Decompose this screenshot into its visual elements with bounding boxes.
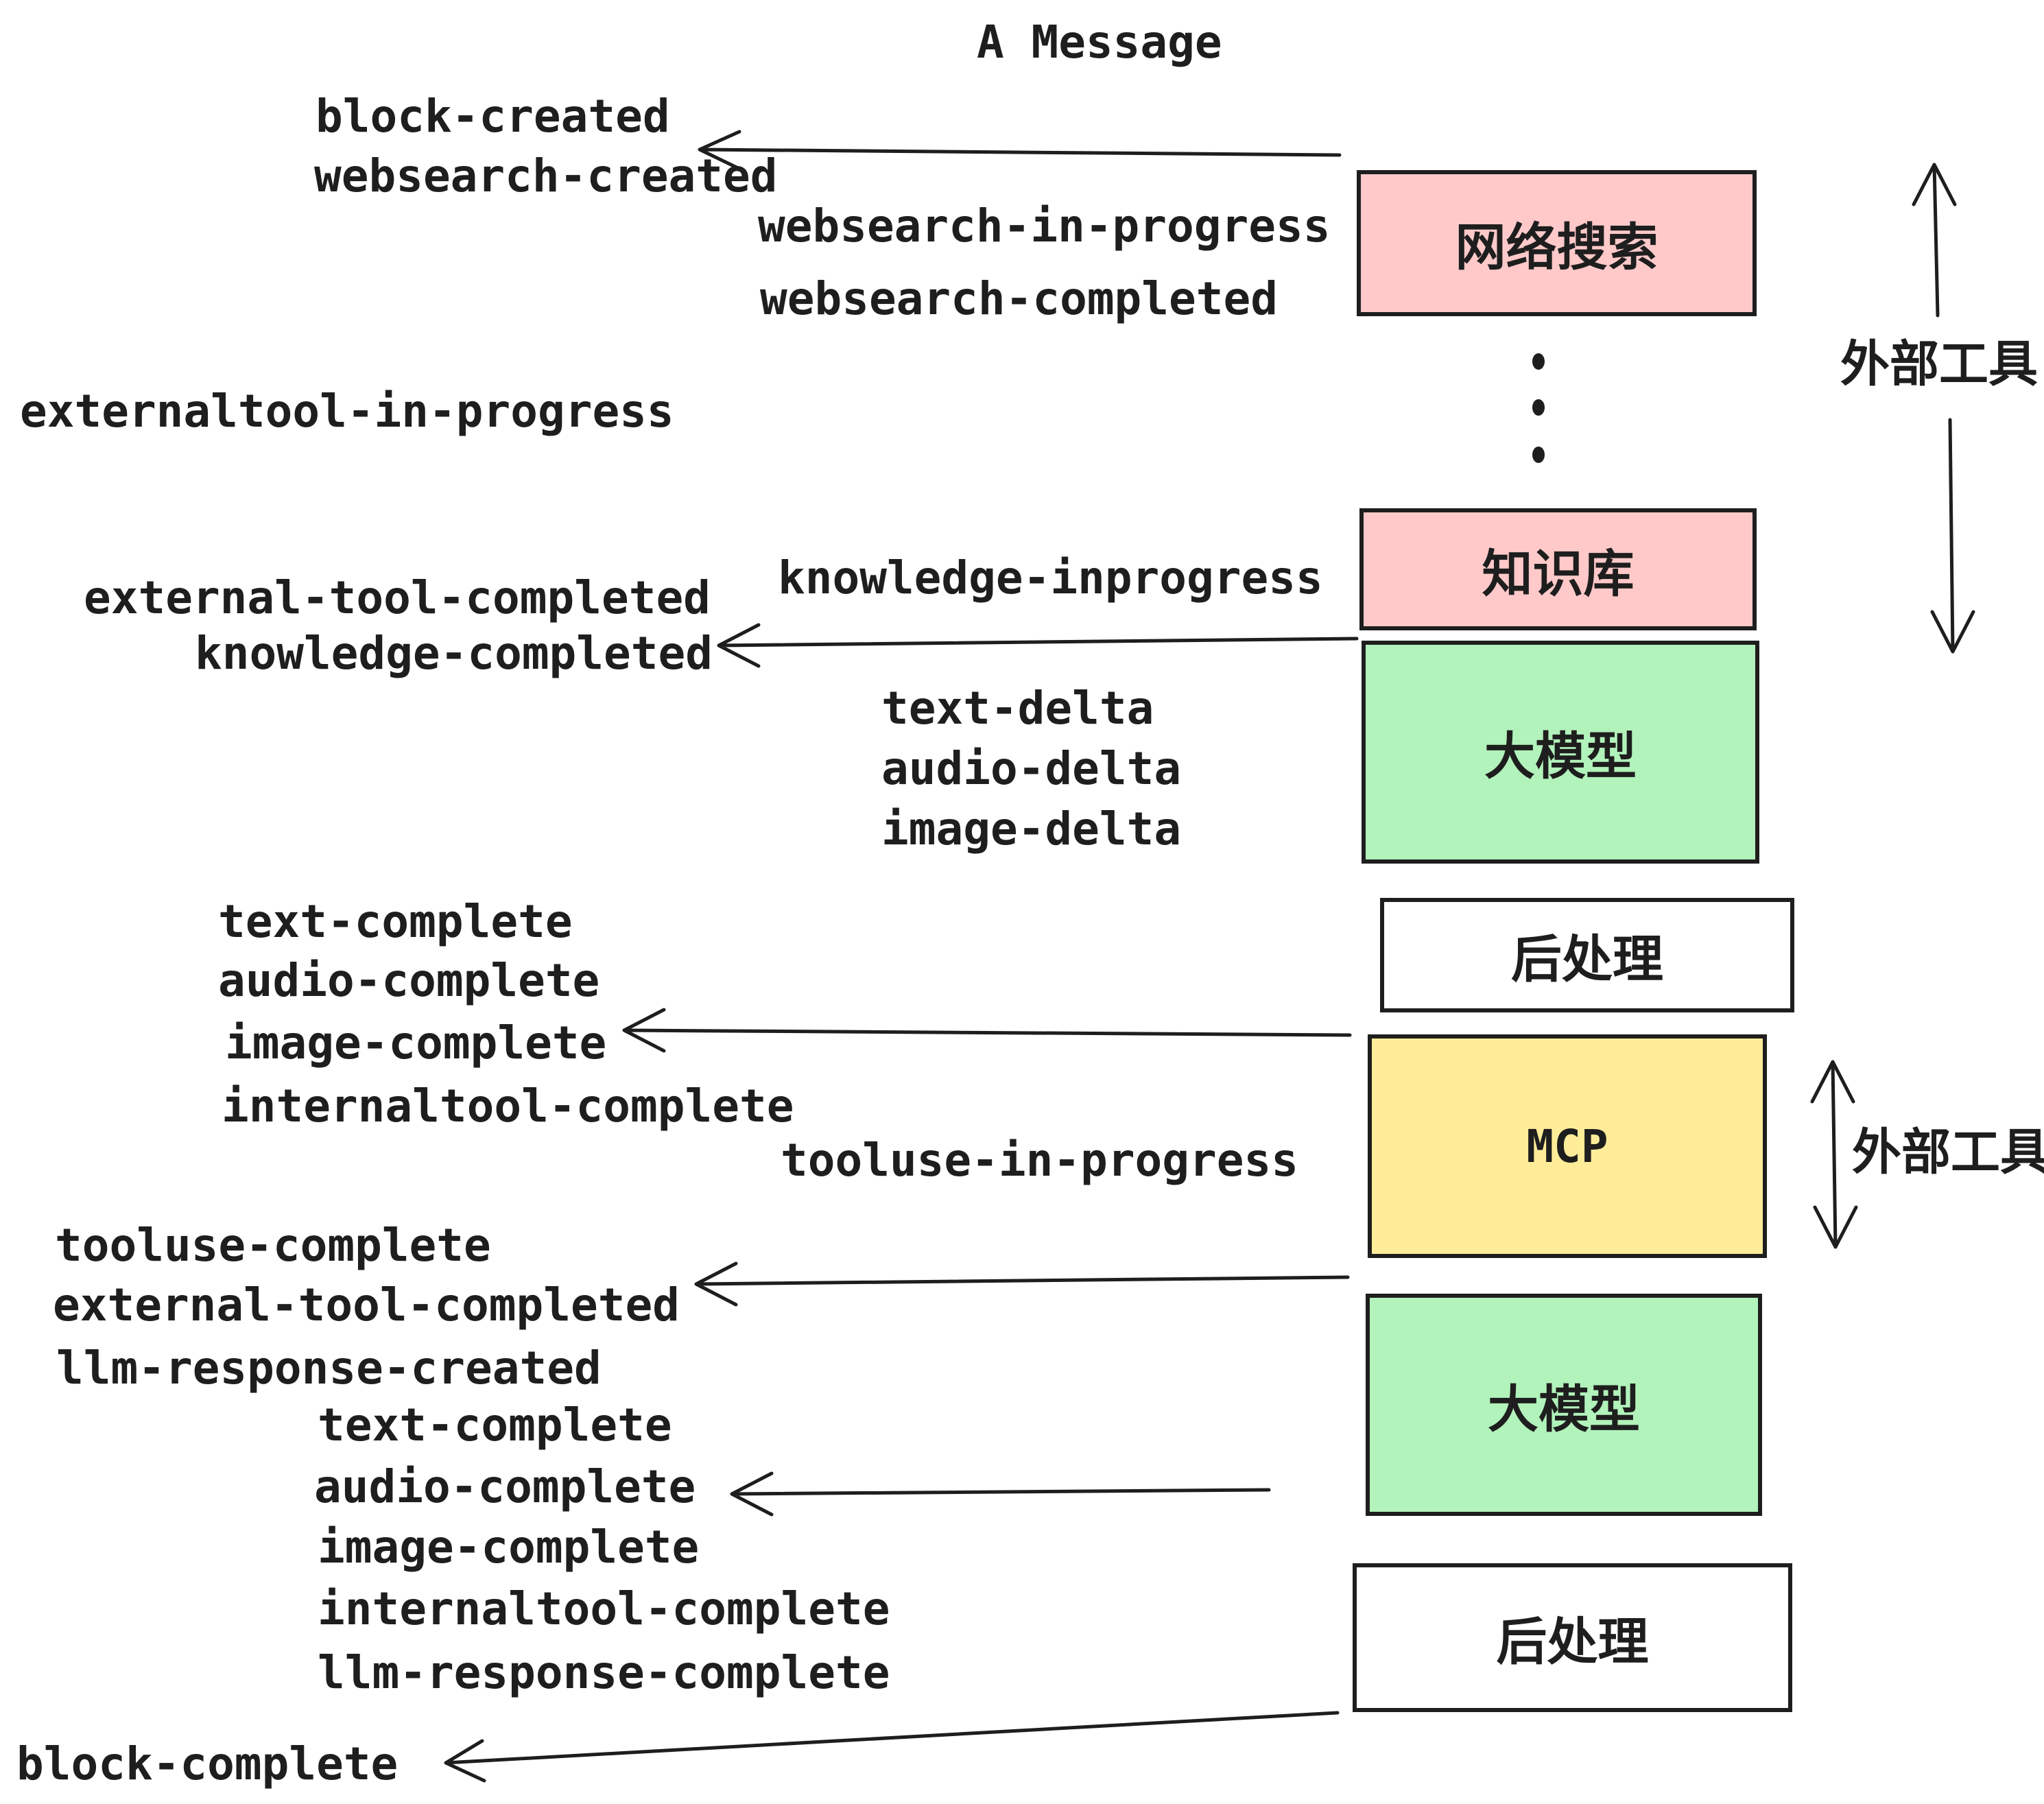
event-tooluse-in-progress: tooluse-in-progress: [781, 1134, 1298, 1187]
diagram-title: A Message: [977, 16, 1222, 69]
external-tools-double-arrow: [1810, 1060, 1858, 1249]
mcp-box: MCP: [1368, 1034, 1767, 1258]
arrow-to-knowledge-completed: [717, 623, 1359, 668]
event-text-complete-2: text-complete: [318, 1399, 672, 1451]
event-websearch-created: websearch-created: [314, 150, 778, 202]
mcp-box-label: MCP: [1526, 1119, 1608, 1173]
event-internaltool-complete-2: internaltool-complete: [318, 1582, 890, 1635]
event-websearch-completed: websearch-completed: [760, 272, 1278, 325]
ellipsis-dots: [1532, 353, 1545, 463]
event-image-delta-1: image-delta: [881, 803, 1182, 855]
knowledge-box-label: 知识库: [1482, 545, 1635, 602]
postprocess-box-1: 后处理: [1380, 898, 1794, 1012]
arrow-to-block-complete: [444, 1711, 1340, 1783]
arrow-to-tooluse-complete: [694, 1261, 1350, 1307]
llm-box-2: 大模型: [1366, 1294, 1762, 1516]
external-tools-label-mid: 外部工具: [1852, 1125, 2044, 1180]
event-text-delta-1: text-delta: [881, 682, 1154, 735]
event-knowledge-completed: knowledge-completed: [195, 627, 713, 680]
arrow-to-image-complete-1: [622, 1008, 1352, 1053]
arrow-websearch-to-block-created: [698, 130, 1342, 171]
event-knowledge-inprogress: knowledge-inprogress: [778, 551, 1323, 604]
event-externaltool-in-progress: externaltool-in-progress: [20, 385, 674, 438]
postprocess-box-1-label: 后处理: [1511, 931, 1663, 988]
external-tools-down-arrow: [1930, 418, 1975, 654]
event-websearch-in-progress: websearch-in-progress: [758, 200, 1331, 252]
event-external-tool-completed-1: external-tool-completed: [84, 571, 711, 624]
external-tools-label-top: 外部工具: [1840, 337, 2039, 392]
llm-box-1: 大模型: [1362, 641, 1759, 864]
event-audio-complete-1: audio-complete: [218, 954, 600, 1007]
llm-box-1-label: 大模型: [1484, 728, 1637, 785]
event-audio-delta-1: audio-delta: [881, 742, 1182, 795]
event-external-tool-completed-2: external-tool-completed: [53, 1279, 680, 1331]
arrow-to-audio-complete-2: [730, 1471, 1271, 1517]
event-image-complete-1: image-complete: [225, 1017, 607, 1069]
event-tooluse-complete: tooluse-complete: [55, 1219, 491, 1272]
websearch-box: 网络搜索: [1357, 170, 1757, 316]
event-text-complete-1: text-complete: [218, 895, 573, 948]
knowledge-box: 知识库: [1359, 508, 1757, 630]
event-audio-complete-2: audio-complete: [314, 1460, 696, 1513]
llm-box-2-label: 大模型: [1488, 1380, 1640, 1438]
event-llm-response-created: llm-response-created: [56, 1342, 602, 1394]
event-internaltool-complete-1: internaltool-complete: [222, 1080, 794, 1132]
event-block-complete: block-complete: [16, 1737, 399, 1790]
postprocess-box-2: 后处理: [1353, 1563, 1792, 1712]
event-llm-response-complete: llm-response-complete: [318, 1646, 890, 1699]
external-tools-up-arrow: [1912, 163, 1957, 318]
event-block-created: block-created: [316, 90, 670, 143]
event-image-complete-2: image-complete: [318, 1521, 700, 1574]
postprocess-box-2-label: 后处理: [1496, 1613, 1649, 1670]
websearch-box-label: 网络搜索: [1455, 219, 1659, 276]
